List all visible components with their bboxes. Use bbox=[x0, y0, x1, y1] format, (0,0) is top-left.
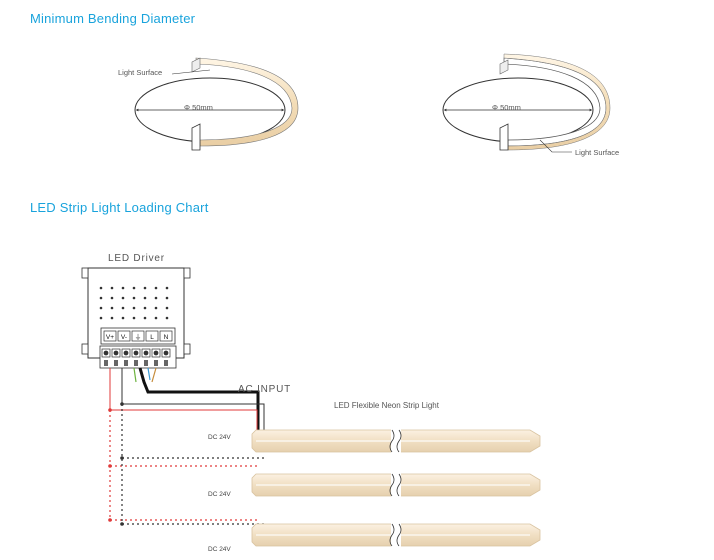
screw-pin bbox=[164, 360, 168, 366]
strip-break-mark bbox=[396, 473, 402, 497]
neon-strip-3 bbox=[251, 522, 541, 548]
vent-dot bbox=[154, 286, 158, 290]
vent-dot bbox=[110, 306, 114, 310]
vent-dot bbox=[165, 286, 169, 290]
neon-strips bbox=[251, 428, 541, 548]
vent-dot bbox=[121, 316, 125, 320]
bend-right-diameter-label: Φ 50mm bbox=[492, 103, 521, 112]
row-3-voltage: DC 24V bbox=[208, 546, 231, 553]
terminal-box bbox=[131, 330, 145, 342]
vent-dot bbox=[132, 286, 136, 290]
screw-pin bbox=[144, 360, 148, 366]
neon-strip-1 bbox=[251, 428, 541, 454]
strip-label: LED Flexible Neon Strip Light bbox=[334, 401, 439, 410]
screw bbox=[113, 350, 119, 356]
vent-dot bbox=[110, 286, 114, 290]
strip-break-gap bbox=[391, 428, 401, 454]
screw bbox=[123, 350, 129, 356]
row-2-voltage: DC 24V bbox=[208, 491, 231, 498]
strip-break-mark bbox=[389, 429, 395, 453]
terminal-box bbox=[117, 330, 131, 342]
screw bbox=[133, 350, 139, 356]
strip-break-mark bbox=[389, 473, 395, 497]
vent-dot bbox=[154, 316, 158, 320]
vent-dot bbox=[132, 296, 136, 300]
strip-break-mark bbox=[396, 523, 402, 547]
screw-pin bbox=[114, 360, 118, 366]
vent-dot bbox=[143, 316, 147, 320]
vent-dot bbox=[154, 296, 158, 300]
terminal-label: L bbox=[150, 334, 154, 341]
strip-break-gap bbox=[391, 522, 401, 548]
terminal-box bbox=[145, 330, 159, 342]
screw bbox=[153, 350, 159, 356]
screw-pin bbox=[154, 360, 158, 366]
vent-dot bbox=[121, 286, 125, 290]
driver-terminal-labels: V+ V- ⏚ L N bbox=[103, 330, 173, 342]
screw-pin bbox=[134, 360, 138, 366]
bend-diagram-left bbox=[134, 57, 299, 151]
bend-left-diameter-label: Φ 50mm bbox=[184, 103, 213, 112]
vent-dot bbox=[143, 306, 147, 310]
vent-dot bbox=[132, 306, 136, 310]
driver-screw-terminals bbox=[101, 348, 171, 366]
terminal-label: V- bbox=[121, 334, 127, 341]
screw bbox=[163, 350, 169, 356]
vent-dot bbox=[121, 306, 125, 310]
row-1-voltage: DC 24V bbox=[208, 434, 231, 441]
strip-break-mark bbox=[396, 429, 402, 453]
vent-dot bbox=[121, 296, 125, 300]
screw bbox=[143, 350, 149, 356]
vent-dot bbox=[143, 296, 147, 300]
section-title-bending: Minimum Bending Diameter bbox=[30, 11, 196, 26]
ac-input-label: AC INPUT bbox=[238, 384, 292, 395]
section-title-loading: LED Strip Light Loading Chart bbox=[30, 200, 209, 215]
terminal-label: V+ bbox=[106, 334, 114, 341]
vent-dot bbox=[165, 296, 169, 300]
vent-dot bbox=[110, 316, 114, 320]
screw-pin bbox=[124, 360, 128, 366]
vent-dot bbox=[165, 306, 169, 310]
bend-right-surface-label: Light Surface bbox=[575, 148, 620, 157]
strip-break-mark bbox=[389, 523, 395, 547]
terminal-box bbox=[103, 330, 117, 342]
vent-dot bbox=[99, 306, 103, 310]
vent-dot bbox=[165, 316, 169, 320]
vent-dot bbox=[143, 286, 147, 290]
terminal-label: N bbox=[164, 334, 169, 341]
bend-diagram-right bbox=[442, 53, 611, 153]
driver-label: LED Driver bbox=[108, 253, 165, 264]
driver-vents bbox=[99, 286, 169, 320]
wiring bbox=[108, 367, 265, 526]
vent-dot bbox=[99, 316, 103, 320]
vent-dot bbox=[154, 306, 158, 310]
led-driver: V+ V- ⏚ L N bbox=[81, 267, 191, 369]
screw bbox=[103, 350, 109, 356]
strip-break-gap bbox=[391, 472, 401, 498]
vent-dot bbox=[99, 296, 103, 300]
vent-dot bbox=[110, 296, 114, 300]
vent-dot bbox=[99, 286, 103, 290]
neon-strip-2 bbox=[251, 472, 541, 498]
vent-dot bbox=[132, 316, 136, 320]
screw-pin bbox=[104, 360, 108, 366]
terminal-box bbox=[159, 330, 173, 342]
terminal-label: ⏚ bbox=[135, 333, 142, 341]
bend-left-surface-label: Light Surface bbox=[118, 68, 163, 77]
